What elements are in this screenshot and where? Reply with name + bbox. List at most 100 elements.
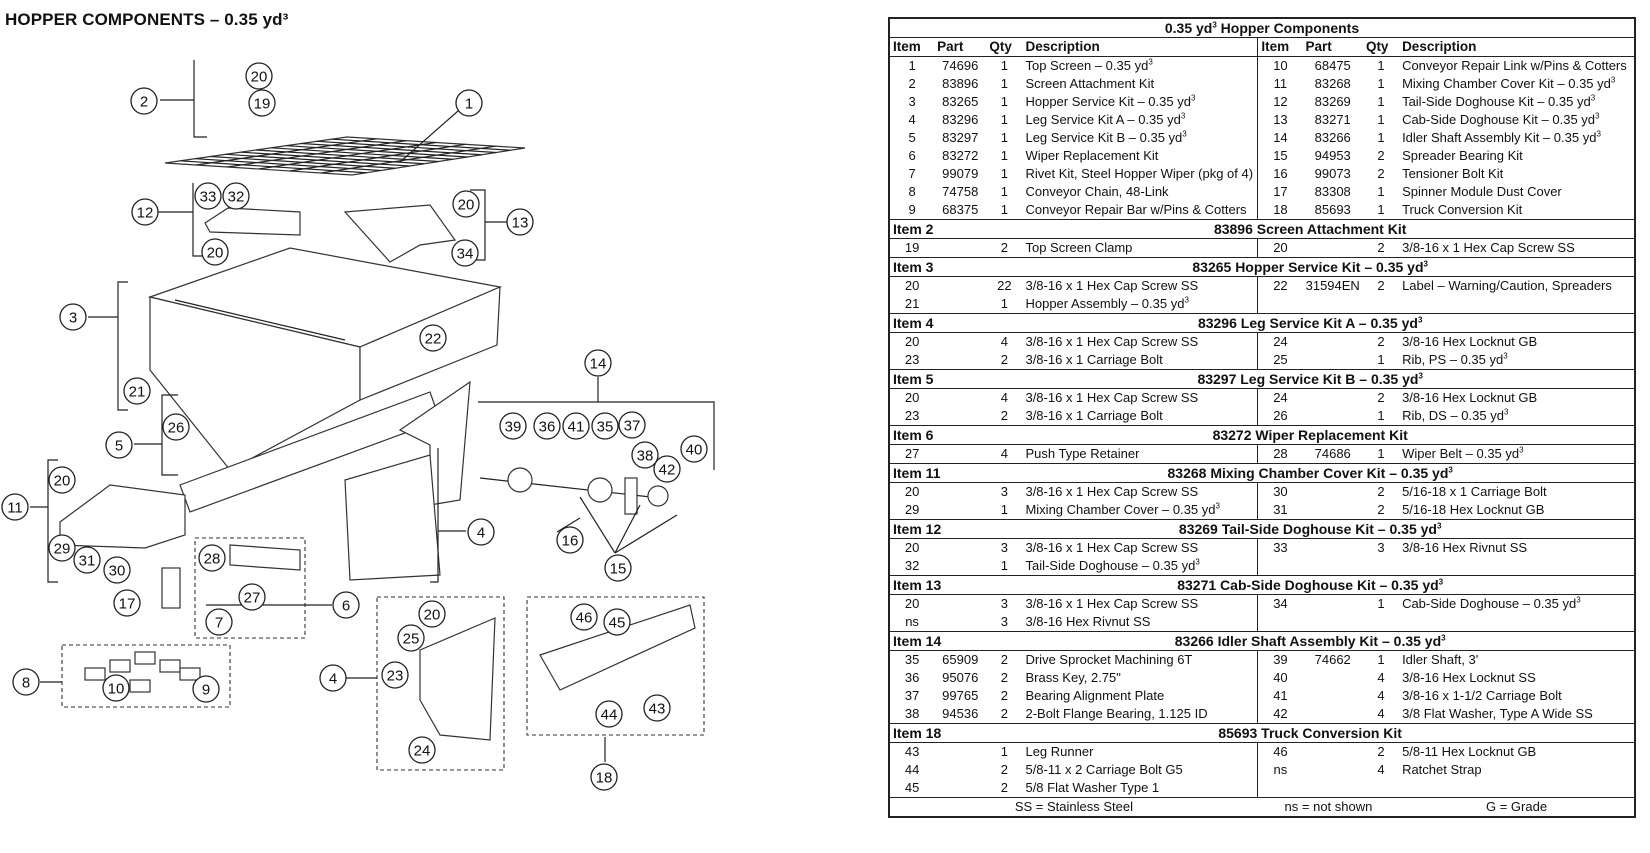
description-cell: Conveyor Repair Link w/Pins & Cotters <box>1402 58 1627 73</box>
kit-name: 83297 Leg Service Kit B – 0.35 yd3 <box>986 369 1635 389</box>
part-cell: 83308 <box>1314 184 1351 199</box>
description-cell: Leg Runner <box>1025 744 1094 759</box>
part-cell: 68375 <box>942 202 979 217</box>
part-cell <box>934 239 986 258</box>
kit-item-label: Item 12 <box>889 519 987 539</box>
svg-text:25: 25 <box>403 631 420 648</box>
item-cell: 38 <box>904 706 920 721</box>
qty-cell: 2 <box>1377 744 1385 759</box>
callout-5: 5 <box>105 431 133 459</box>
item-cell: 20 <box>904 484 920 499</box>
part-cell <box>1303 779 1363 798</box>
qty-cell: 3 <box>1000 484 1009 499</box>
column-header-qty: Qty <box>1362 37 1400 57</box>
description-cell: Spreader Bearing Kit <box>1402 148 1523 163</box>
callout-4: 4 <box>467 518 495 546</box>
qty-cell: 4 <box>1377 670 1385 685</box>
description-cell: Leg Service Kit B – 0.35 yd3 <box>1025 129 1187 145</box>
kit-item-label: Item 14 <box>889 631 987 651</box>
qty-cell: 2 <box>1377 334 1385 349</box>
svg-text:7: 7 <box>215 615 223 632</box>
description-cell: Cab-Side Doghouse – 0.35 yd3 <box>1402 595 1581 611</box>
kit-item-label: Item 4 <box>889 313 987 333</box>
qty-cell: 1 <box>1000 130 1009 145</box>
callout-6: 6 <box>332 591 360 619</box>
part-cell <box>934 743 986 762</box>
part-cell: 68475 <box>1314 58 1351 73</box>
callout-18: 18 <box>590 763 618 791</box>
svg-text:23: 23 <box>387 668 404 685</box>
column-header-qty: Qty <box>986 37 1023 57</box>
rib-part <box>419 617 496 741</box>
svg-text:27: 27 <box>244 590 261 607</box>
description-cell: Label – Warning/Caution, Spreaders <box>1402 278 1612 293</box>
conveyor-chain-part <box>84 651 201 693</box>
kit-name: 83268 Mixing Chamber Cover Kit – 0.35 yd… <box>986 463 1635 483</box>
item-cell: 20 <box>904 334 920 349</box>
description-cell: 3/8-16 x 1 Hex Cap Screw SS <box>1025 596 1199 611</box>
part-cell <box>934 407 986 426</box>
part-cell <box>1303 389 1363 408</box>
description-cell: Tail-Side Doghouse – 0.35 yd3 <box>1025 557 1200 573</box>
page-title: HOPPER COMPONENTS – 0.35 yd³ <box>5 10 289 29</box>
callout-38: 38 <box>631 441 659 469</box>
qty-cell: 3 <box>1377 540 1385 555</box>
qty-cell: 2 <box>1000 762 1009 777</box>
item-cell: 14 <box>1257 129 1303 147</box>
callout-20: 20 <box>201 238 229 266</box>
callout-31: 31 <box>73 546 101 574</box>
bracket-lines <box>30 60 715 762</box>
part-cell: 83271 <box>1314 112 1351 127</box>
description-cell: Conveyor Repair Bar w/Pins & Cotters <box>1025 202 1247 217</box>
item-cell: 8 <box>908 184 916 199</box>
qty-cell: 1 <box>1000 58 1009 73</box>
item-cell: 46 <box>1257 742 1303 761</box>
item-cell: 12 <box>1257 93 1303 111</box>
description-cell: 3/8-16 x 1 Hex Cap Screw SS <box>1025 484 1199 499</box>
description-cell <box>1399 557 1635 576</box>
callout-42: 42 <box>653 455 681 483</box>
qty-cell: 1 <box>1377 94 1385 109</box>
svg-text:37: 37 <box>624 418 641 435</box>
svg-text:26: 26 <box>168 420 185 437</box>
part-cell: 83297 <box>942 130 979 145</box>
description-cell: Push Type Retainer <box>1025 446 1140 461</box>
callout-26: 26 <box>162 413 190 441</box>
part-cell <box>934 595 986 614</box>
description-cell: 5/8 Flat Washer Type 1 <box>1025 780 1160 795</box>
description-cell: 3/8-16 Hex Rivnut SS <box>1402 540 1528 555</box>
qty-cell: 2 <box>1377 484 1385 499</box>
part-cell: 83269 <box>1314 94 1351 109</box>
note-stainless: SS = Stainless Steel <box>889 797 1258 817</box>
part-cell: 74696 <box>942 58 979 73</box>
part-cell <box>1303 501 1363 520</box>
item-cell: 1 <box>908 58 916 73</box>
description-cell: Top Screen – 0.35 yd3 <box>1025 57 1153 73</box>
callout-2: 2 <box>130 87 158 115</box>
kit-name: 83271 Cab-Side Doghouse Kit – 0.35 yd3 <box>986 575 1635 595</box>
description-cell: 2-Bolt Flange Bearing, 1.125 ID <box>1025 706 1208 721</box>
item-cell: 40 <box>1257 669 1303 687</box>
description-cell: 3/8-16 Hex Locknut GB <box>1402 334 1538 349</box>
svg-text:5: 5 <box>115 438 123 455</box>
qty-cell: 3 <box>1000 614 1009 629</box>
part-cell <box>1303 669 1363 687</box>
kit-item-label: Item 5 <box>889 369 987 389</box>
item-cell: 30 <box>1257 482 1303 501</box>
kit-item-label: Item 6 <box>889 425 987 445</box>
svg-text:8: 8 <box>22 675 30 692</box>
kit-item-label: Item 2 <box>889 219 987 239</box>
kit-item-label: Item 3 <box>889 257 987 277</box>
description-cell: Leg Service Kit A – 0.35 yd3 <box>1025 111 1186 127</box>
